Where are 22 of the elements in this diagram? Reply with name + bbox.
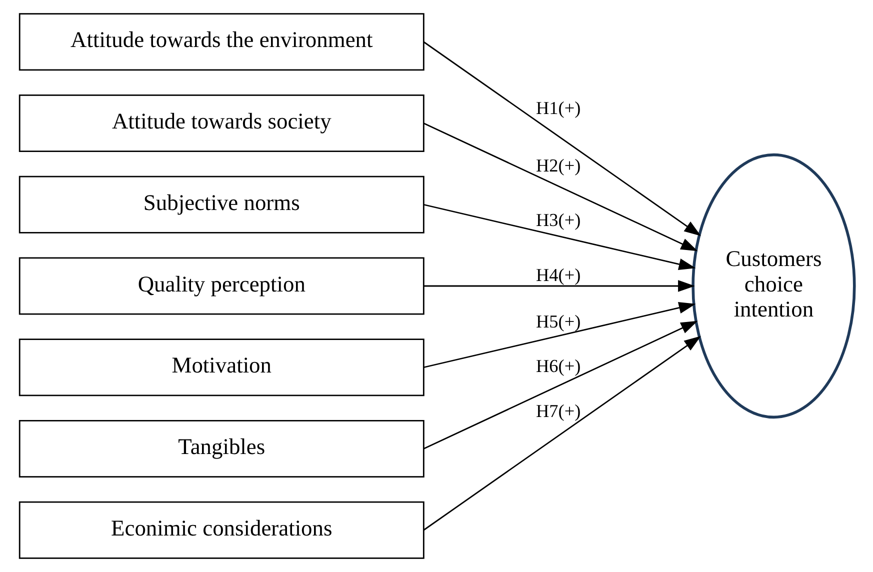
edge-label: H4(+) [536, 264, 580, 285]
arrow [422, 320, 698, 450]
edge-label: H2(+) [536, 156, 580, 176]
node-box: Tangibles [18, 420, 424, 478]
arrow [422, 336, 700, 531]
edge-label: H3(+) [536, 210, 580, 230]
arrow [422, 122, 698, 252]
node-box: Econimic considerations [18, 501, 424, 559]
edge-label: H6(+) [536, 356, 580, 376]
arrow [422, 41, 700, 236]
edge-label: H7(+) [536, 401, 580, 422]
node-box: Attitude towards society [18, 94, 424, 152]
edge-label: H1(+) [536, 98, 580, 118]
node-box: Motivation [18, 338, 424, 396]
arrow [423, 204, 696, 270]
edge-label: H5(+) [536, 311, 580, 332]
node-ellipse: Customers choice intention [691, 153, 856, 419]
arrow [423, 280, 694, 292]
node-box: Subjective norms [18, 176, 424, 234]
node-box: Attitude towards the environment [18, 13, 424, 71]
arrow [423, 302, 696, 368]
node-box: Quality perception [18, 257, 424, 315]
